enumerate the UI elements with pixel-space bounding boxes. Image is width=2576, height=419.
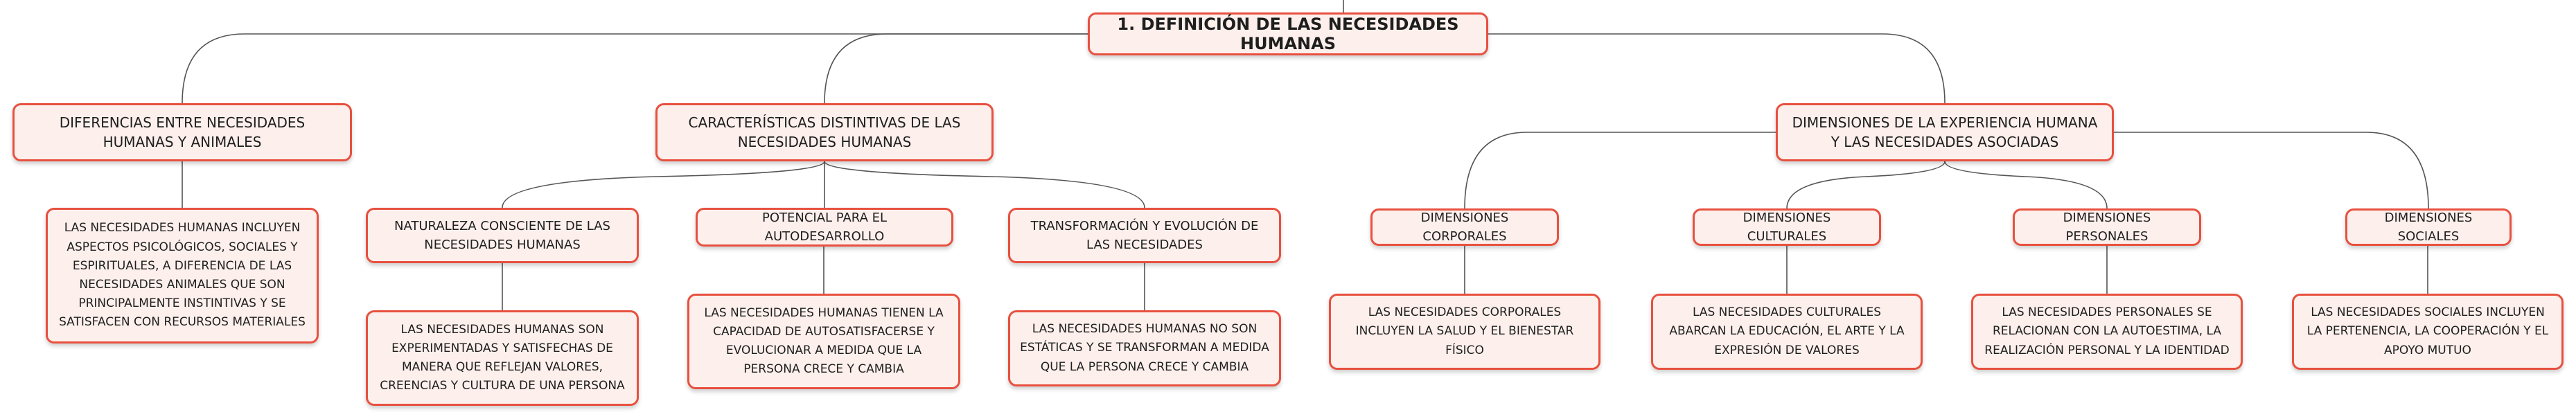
subtopic-corporales-label: Dimensiones corporales <box>1420 211 1509 244</box>
link-dim-culturales <box>1786 161 1946 209</box>
leaf-naturaleza-text: Las necesidades humanas son experimentad… <box>380 322 625 393</box>
leaf-diferencias-text: Las necesidades humanas incluyen aspecto… <box>59 221 306 330</box>
topic-dimensiones-label: Dimensiones de la experiencia humana y l… <box>1792 114 2098 150</box>
subtopic-corporales[interactable]: Dimensiones corporales <box>1370 208 1559 246</box>
subtopic-sociales-label: Dimensiones sociales <box>2384 211 2473 244</box>
leaf-sociales[interactable]: Las necesidades sociales incluyen la per… <box>2292 294 2564 370</box>
root-topic[interactable]: 1. Definición de las necesidades humanas <box>1088 12 1488 55</box>
link-root-caracteristicas <box>824 33 1088 104</box>
leaf-naturaleza[interactable]: Las necesidades humanas son experimentad… <box>366 310 639 406</box>
leaf-culturales-text: Las necesidades culturales abarcan la ed… <box>1669 305 1905 357</box>
subtopic-personales-label: Dimensiones personales <box>2063 211 2151 244</box>
subtopic-culturales[interactable]: Dimensiones culturales <box>1693 208 1881 246</box>
topic-caracteristicas-label: Características distintivas de las neces… <box>688 114 961 150</box>
subtopic-sociales[interactable]: Dimensiones sociales <box>2345 208 2512 246</box>
link-root-dimensiones <box>1488 33 1946 104</box>
link-dim-corporales <box>1464 132 1776 209</box>
leaf-sociales-text: Las necesidades sociales incluyen la per… <box>2306 305 2549 357</box>
subtopic-naturaleza-label: Naturaleza consciente de las necesidades… <box>394 219 610 252</box>
subtopic-naturaleza[interactable]: Naturaleza consciente de las necesidades… <box>366 208 639 263</box>
subtopic-culturales-label: Dimensiones culturales <box>1743 211 1831 244</box>
subtopic-personales[interactable]: Dimensiones personales <box>2013 208 2201 246</box>
leaf-transformacion[interactable]: Las necesidades humanas no son estáticas… <box>1008 310 1281 386</box>
topic-diferencias[interactable]: Diferencias entre necesidades humanas y … <box>12 103 352 161</box>
leaf-diferencias[interactable]: Las necesidades humanas incluyen aspecto… <box>46 208 319 344</box>
subtopic-transformacion-label: Transformación y evolución de las necesi… <box>1030 219 1259 252</box>
leaf-personales[interactable]: Las necesidades personales se relacionan… <box>1971 294 2243 370</box>
subtopic-potencial[interactable]: Potencial para el autodesarrollo <box>696 208 953 247</box>
leaf-potencial-text: Las necesidades humanas tienen la capaci… <box>704 305 944 377</box>
subtopic-potencial-label: Potencial para el autodesarrollo <box>761 211 888 244</box>
leaf-culturales[interactable]: Las necesidades culturales abarcan la ed… <box>1651 294 1923 370</box>
leaf-potencial[interactable]: Las necesidades humanas tienen la capaci… <box>687 294 960 389</box>
leaf-corporales-text: Las necesidades corporales incluyen la s… <box>1355 305 1574 357</box>
leaf-corporales[interactable]: Las necesidades corporales incluyen la s… <box>1329 294 1600 370</box>
topic-diferencias-label: Diferencias entre necesidades humanas y … <box>59 114 306 150</box>
link-dim-sociales <box>2114 132 2429 209</box>
link-car-naturaleza <box>502 161 825 208</box>
root-topic-label: 1. Definición de las necesidades humanas <box>1117 15 1459 53</box>
subtopic-transformacion[interactable]: Transformación y evolución de las necesi… <box>1008 208 1281 263</box>
topic-caracteristicas[interactable]: Características distintivas de las neces… <box>655 103 994 161</box>
link-car-transformacion <box>824 161 1145 208</box>
link-dim-personales <box>1944 161 2108 209</box>
topic-dimensiones[interactable]: Dimensiones de la experiencia humana y l… <box>1776 103 2114 161</box>
leaf-personales-text: Las necesidades personales se relacionan… <box>1984 305 2230 357</box>
link-root-diferencias <box>182 33 1088 104</box>
leaf-transformacion-text: Las necesidades humanas no son estáticas… <box>1020 322 1269 374</box>
